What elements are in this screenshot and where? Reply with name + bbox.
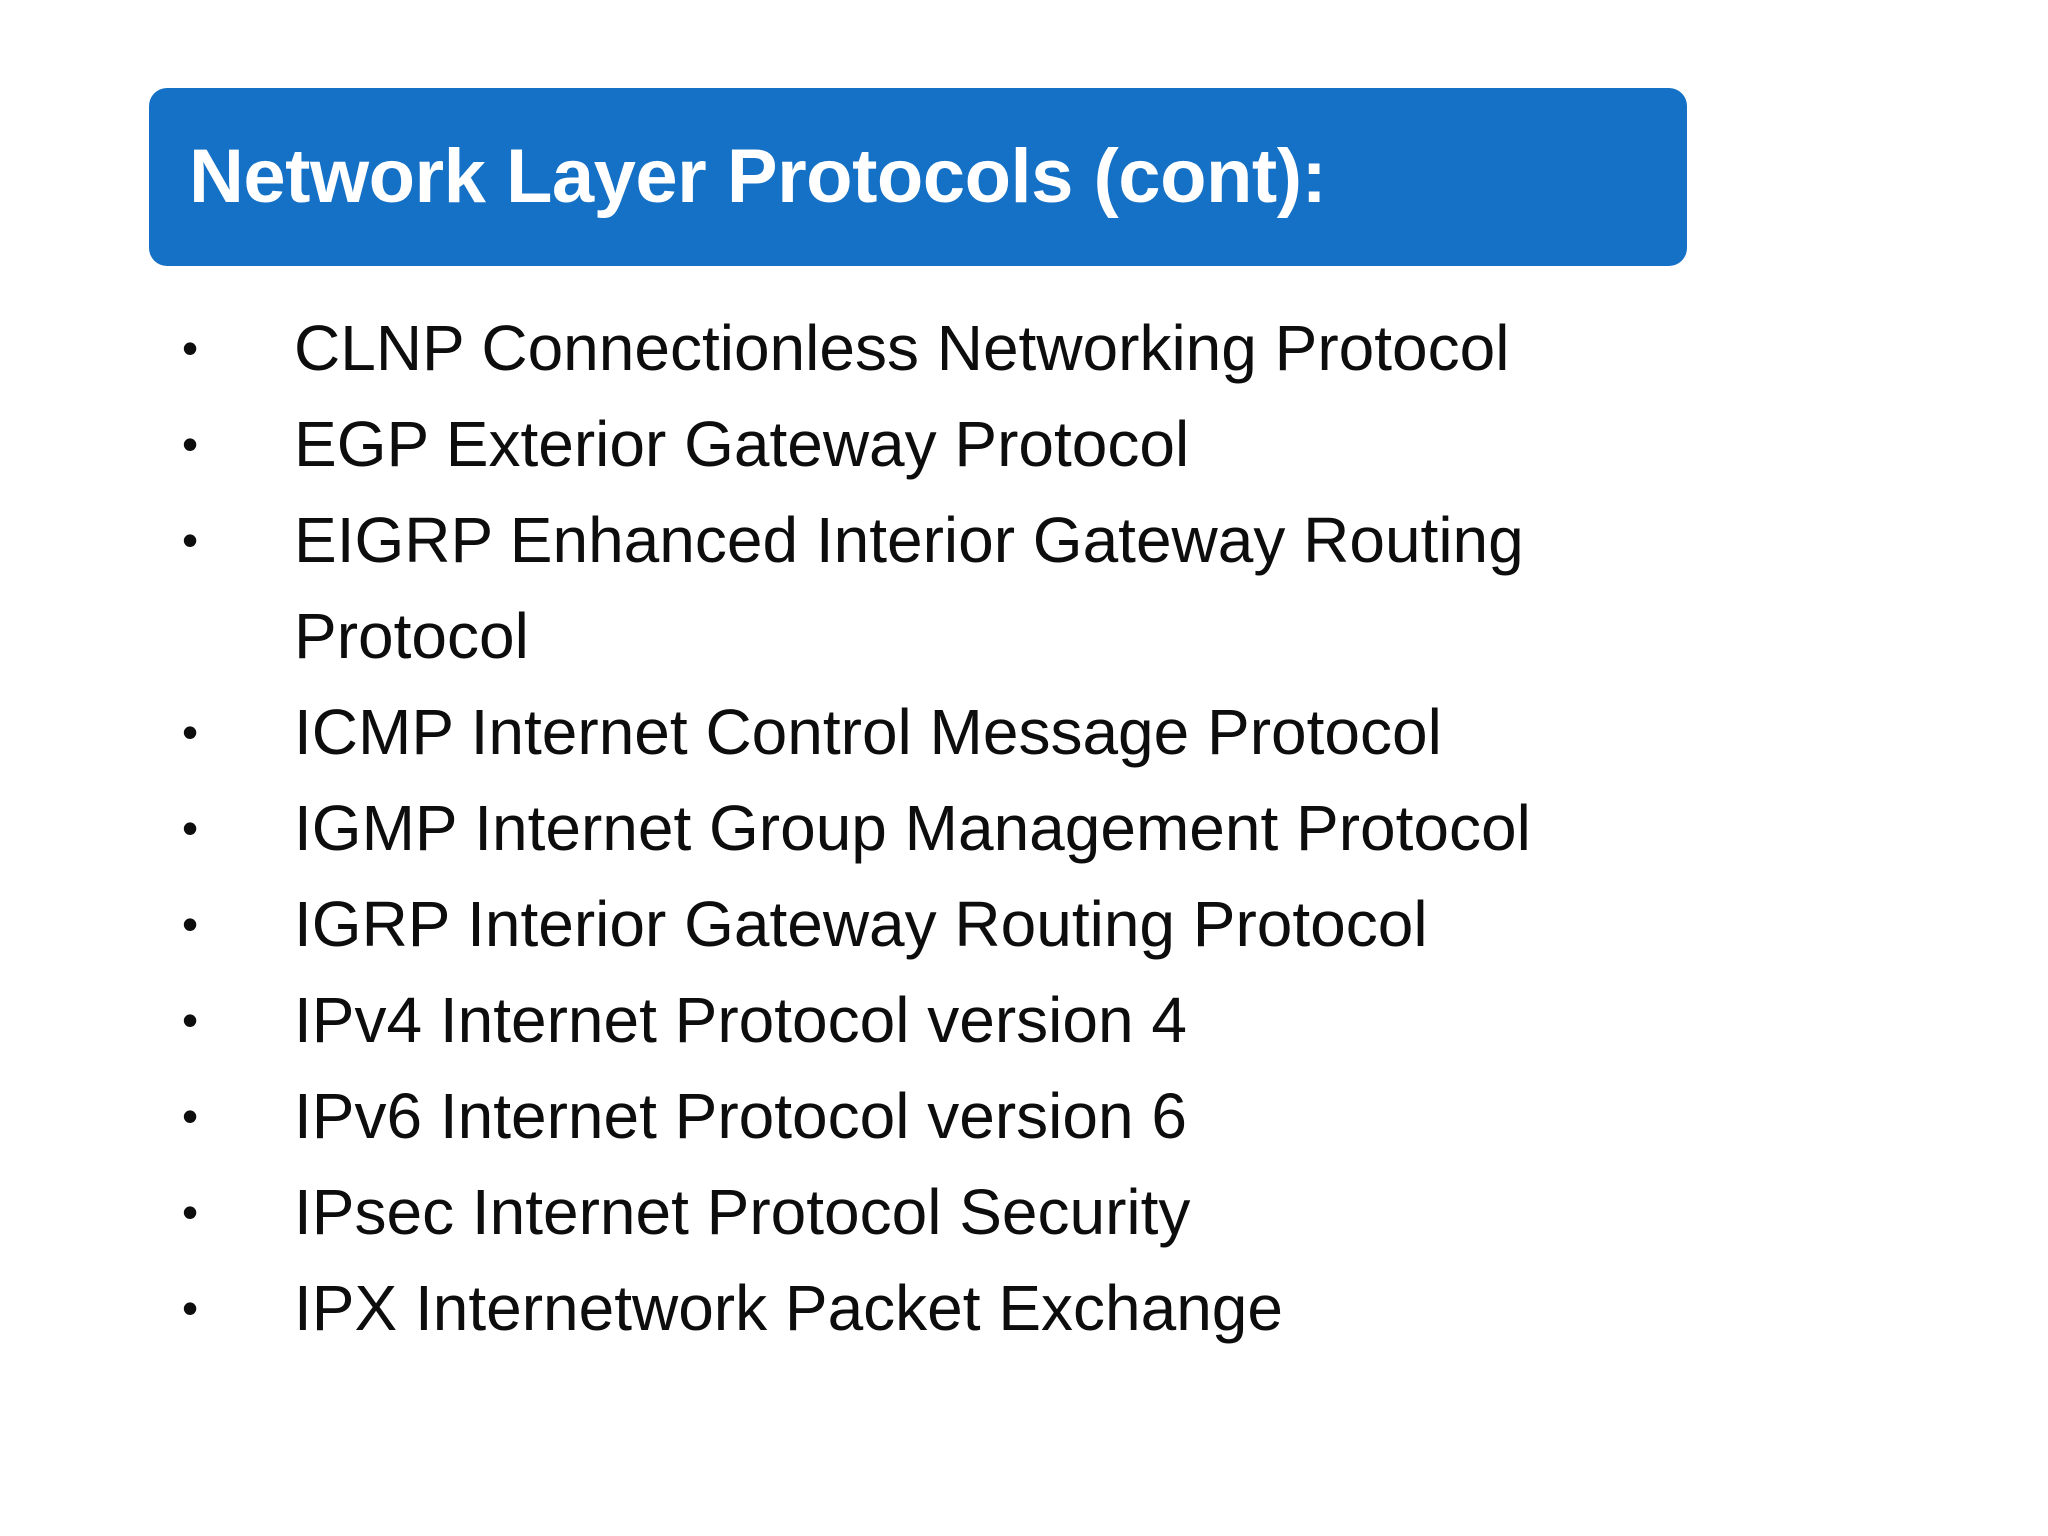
slide-body: • CLNP Connectionless Networking Protoco… — [149, 300, 1769, 1356]
bullet-point-icon: • — [182, 1090, 199, 1142]
list-item-label: IPsec Internet Protocol Security — [294, 1176, 1191, 1248]
bullet-point-icon: • — [182, 898, 199, 950]
list-item: • IPX Internetwork Packet Exchange — [149, 1260, 1769, 1356]
list-item-label: ICMP Internet Control Message Protocol — [294, 696, 1442, 768]
list-item-label: IPv4 Internet Protocol version 4 — [294, 984, 1187, 1056]
list-item: • EGP Exterior Gateway Protocol — [149, 396, 1769, 492]
bullet-point-icon: • — [182, 418, 199, 470]
slide-title-banner: Network Layer Protocols (cont): — [149, 88, 1687, 266]
bullet-point-icon: • — [182, 1186, 199, 1238]
list-item-label: IPX Internetwork Packet Exchange — [294, 1272, 1283, 1344]
bullet-point-icon: • — [182, 514, 199, 566]
list-item-label: EIGRP Enhanced Interior Gateway Routing … — [294, 504, 1524, 672]
bullet-point-icon: • — [182, 994, 199, 1046]
list-item: • IPv4 Internet Protocol version 4 — [149, 972, 1769, 1068]
bullet-point-icon: • — [182, 706, 199, 758]
list-item: • EIGRP Enhanced Interior Gateway Routin… — [149, 492, 1769, 684]
list-item-label: IPv6 Internet Protocol version 6 — [294, 1080, 1187, 1152]
bullet-point-icon: • — [182, 322, 199, 374]
list-item-label: IGMP Internet Group Management Protocol — [294, 792, 1531, 864]
bullet-point-icon: • — [182, 1282, 199, 1334]
list-item-label: CLNP Connectionless Networking Protocol — [294, 312, 1510, 384]
list-item: • ICMP Internet Control Message Protocol — [149, 684, 1769, 780]
page-title: Network Layer Protocols (cont): — [189, 134, 1327, 220]
list-item: • IPv6 Internet Protocol version 6 — [149, 1068, 1769, 1164]
list-item: • IGMP Internet Group Management Protoco… — [149, 780, 1769, 876]
list-item-label: EGP Exterior Gateway Protocol — [294, 408, 1190, 480]
list-item: • CLNP Connectionless Networking Protoco… — [149, 300, 1769, 396]
list-item: • IGRP Interior Gateway Routing Protocol — [149, 876, 1769, 972]
list-item-label: IGRP Interior Gateway Routing Protocol — [294, 888, 1428, 960]
bullet-point-icon: • — [182, 802, 199, 854]
protocol-bullet-list: • CLNP Connectionless Networking Protoco… — [149, 300, 1769, 1356]
list-item: • IPsec Internet Protocol Security — [149, 1164, 1769, 1260]
